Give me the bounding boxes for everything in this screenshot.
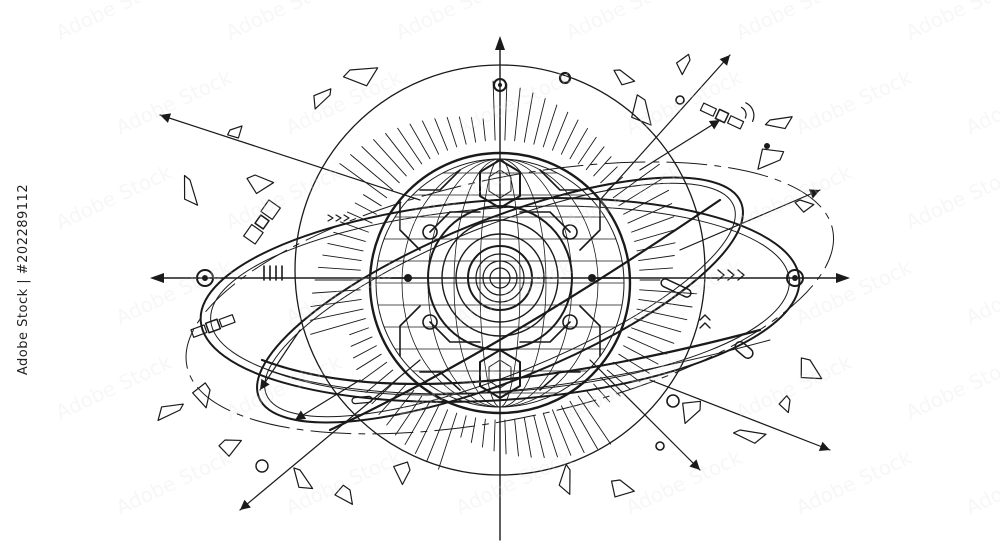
planet [368,151,632,415]
satellite-icon-left-top [243,199,281,245]
svg-text:Adobe Stock: Adobe Stock [962,445,1000,520]
satellites [190,102,755,405]
svg-text:Adobe Stock: Adobe Stock [792,445,916,520]
svg-text:Adobe Stock: Adobe Stock [902,0,1000,45]
svg-text:Adobe Stock: Adobe Stock [562,0,686,45]
svg-text:Adobe Stock: Adobe Stock [392,0,516,45]
svg-text:Adobe Stock: Adobe Stock [732,160,856,235]
svg-text:Adobe Stock: Adobe Stock [902,160,1000,235]
svg-text:Adobe Stock: Adobe Stock [622,65,746,140]
capsule-icon-bottom [351,395,373,405]
svg-text:Adobe Stock: Adobe Stock [962,65,1000,140]
svg-text:Adobe Stock: Adobe Stock [282,255,406,330]
satellite-icon-left [190,314,236,338]
crystal-shards [157,53,823,505]
svg-text:Adobe Stock: Adobe Stock [52,350,176,425]
svg-text:Adobe Stock: Adobe Stock [792,65,916,140]
svg-text:Adobe Stock: Adobe Stock [52,0,176,45]
svg-text:Adobe Stock: Adobe Stock [112,445,236,520]
crosshair [150,36,850,541]
svg-text:Adobe Stock: Adobe Stock [732,0,856,45]
capsule-icon-far-right [734,341,754,359]
svg-text:Adobe Stock: Adobe Stock [622,255,746,330]
circuit-traces [379,169,621,391]
svg-text:Adobe Stock: Adobe Stock [222,0,346,45]
svg-text:Adobe Stock: Adobe Stock [452,445,576,520]
svg-text:Adobe Stock: Adobe Stock [452,65,576,140]
svg-text:Adobe Stock: Adobe Stock [902,350,1000,425]
outward-arrows [159,54,831,511]
svg-text:Adobe Stock: Adobe Stock [732,350,856,425]
svg-text:Adobe Stock: Adobe Stock [222,160,346,235]
decorative-markers [255,71,770,473]
svg-text:Adobe Stock: Adobe Stock [962,255,1000,330]
svg-text:Adobe Stock: Adobe Stock [52,160,176,235]
satellite-icon-top-right [699,102,755,130]
svg-text:Adobe Stock: Adobe Stock [112,65,236,140]
svg-text:Adobe Stock: Adobe Stock [792,255,916,330]
svg-text:Adobe Stock: Adobe Stock [562,160,686,235]
svg-text:Adobe Stock: Adobe Stock [282,445,406,520]
svg-text:Adobe Stock: Adobe Stock [622,445,746,520]
orbit-front-segments [260,198,771,432]
capsule-icon-right [660,278,692,298]
svg-text:Adobe Stock: Adobe Stock [112,255,236,330]
svg-text:Adobe Stock: Adobe Stock [222,350,346,425]
